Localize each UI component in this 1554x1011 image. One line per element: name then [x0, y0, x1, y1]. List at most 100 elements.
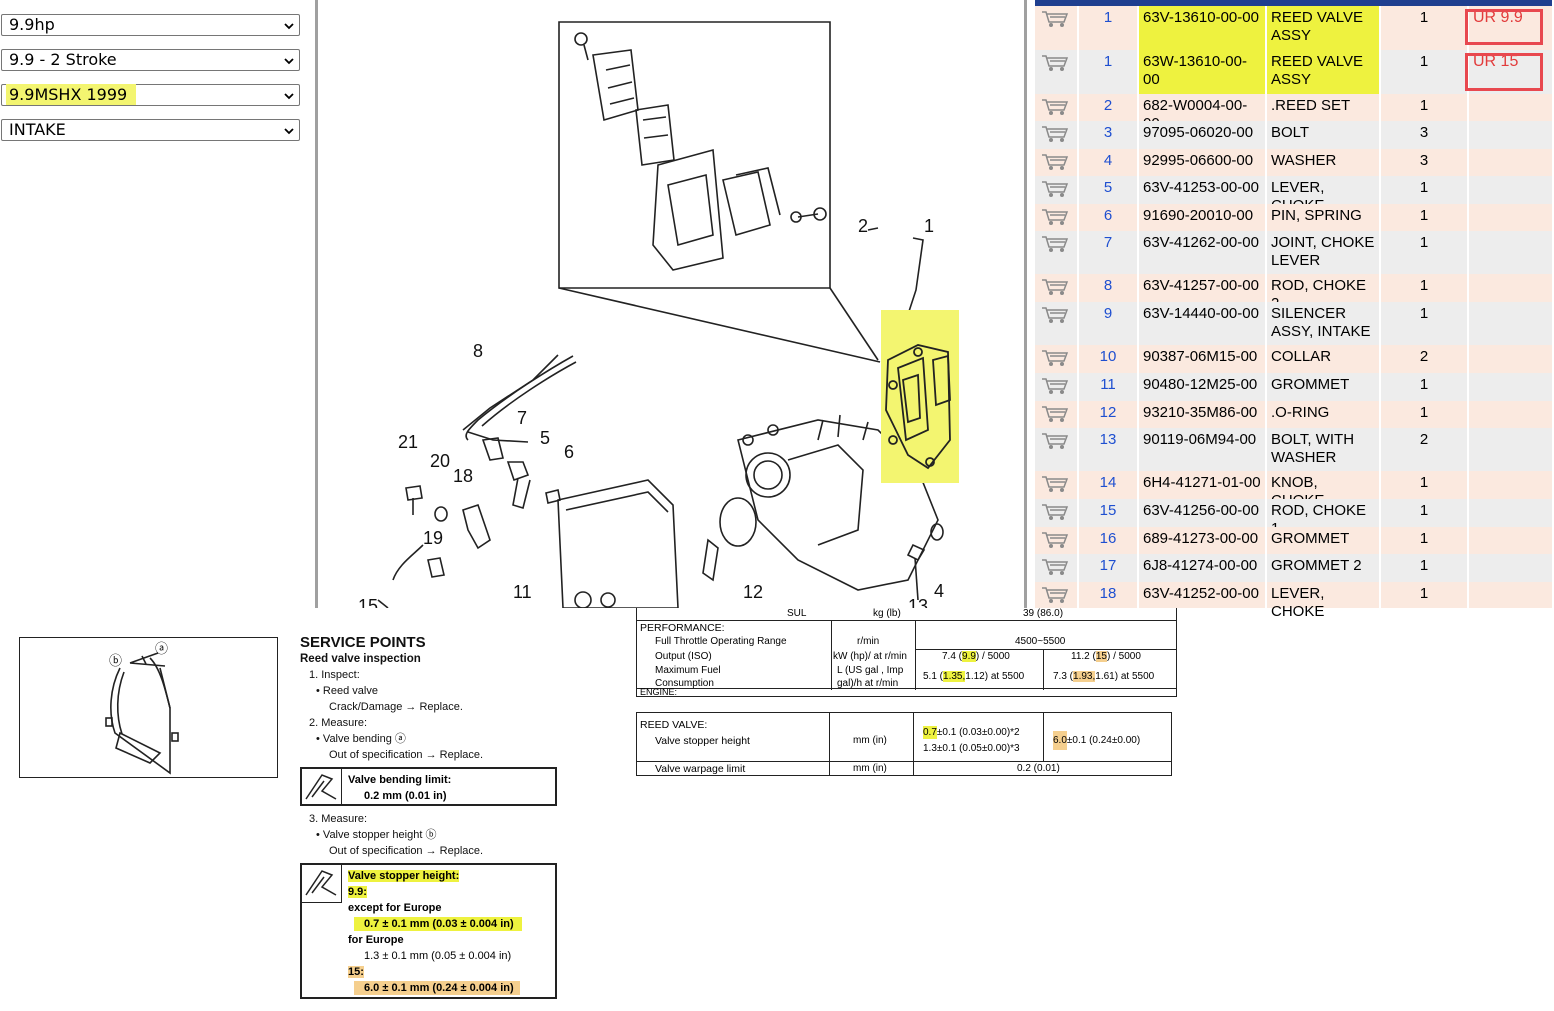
- section-select[interactable]: INTAKE: [1, 119, 300, 141]
- part-ref-link[interactable]: 5: [1077, 176, 1137, 204]
- performance-heading: PERFORMANCE:: [640, 622, 725, 634]
- output-label: Output (ISO): [655, 651, 712, 662]
- part-ref-link[interactable]: 11: [1077, 373, 1137, 401]
- full-throttle-unit: r/min: [857, 636, 880, 647]
- add-to-cart-button[interactable]: [1035, 231, 1077, 274]
- warpage-limit-label: Valve warpage limit: [655, 763, 746, 775]
- add-to-cart-button[interactable]: [1035, 401, 1077, 428]
- part-ref-link[interactable]: 7: [1077, 231, 1137, 274]
- valve-stopper-height-box: Valve stopper height: 9.9: except for Eu…: [300, 863, 557, 999]
- callout-15: 15: [358, 596, 378, 608]
- part-ref-link[interactable]: 3: [1077, 121, 1137, 149]
- part-ref-link[interactable]: 1: [1077, 50, 1137, 94]
- add-to-cart-button[interactable]: [1035, 204, 1077, 231]
- part-quantity: 1: [1379, 401, 1467, 428]
- part-note: [1467, 204, 1552, 231]
- part-quantity: 1: [1379, 94, 1467, 121]
- part-ref-link[interactable]: 1: [1077, 6, 1137, 50]
- shopping-cart-icon: [1042, 279, 1069, 295]
- stopper-height-value-15: 6.0±0.1 (0.24±0.00): [1053, 731, 1140, 750]
- add-to-cart-button[interactable]: [1035, 471, 1077, 499]
- add-to-cart-button[interactable]: [1035, 176, 1077, 204]
- engine-type-select[interactable]: 9.9 - 2 Stroke: [1, 49, 300, 71]
- part-ref-link[interactable]: 8: [1077, 274, 1137, 302]
- part-ref-link[interactable]: 15: [1077, 499, 1137, 527]
- part-quantity: 1: [1379, 373, 1467, 401]
- valve-bending-limit-title: Valve bending limit:: [348, 774, 452, 786]
- shopping-cart-icon: [1042, 126, 1069, 142]
- part-description: ROD, CHOKE 2: [1265, 274, 1379, 312]
- part-description: BOLT: [1265, 121, 1379, 149]
- add-to-cart-button[interactable]: [1035, 582, 1077, 608]
- add-to-cart-button[interactable]: [1035, 428, 1077, 471]
- part-number: 63V-41256-00-00: [1137, 499, 1265, 527]
- part-ref-link[interactable]: 18: [1077, 582, 1137, 608]
- step-1: 1. Inspect:: [309, 669, 360, 681]
- part-ref-link[interactable]: 13: [1077, 428, 1137, 471]
- part-ref-link[interactable]: 17: [1077, 554, 1137, 582]
- part-note: [1467, 527, 1552, 554]
- part-note: [1467, 428, 1552, 471]
- callout-1: 1: [924, 216, 934, 236]
- part-number: 90387-06M15-00: [1137, 345, 1265, 373]
- part-ref-link[interactable]: 6: [1077, 204, 1137, 231]
- part-description: LEVER, CHOKE: [1265, 176, 1379, 214]
- part-ref-link[interactable]: 14: [1077, 471, 1137, 499]
- part-ref-link[interactable]: 16: [1077, 527, 1137, 554]
- full-throttle-label: Full Throttle Operating Range: [655, 636, 787, 647]
- valve-stopper-height-title: Valve stopper height:: [348, 870, 460, 882]
- for-europe-value: 1.3 ± 0.1 mm (0.05 ± 0.004 in): [364, 950, 512, 962]
- add-to-cart-button[interactable]: [1035, 554, 1077, 582]
- step-1-item: • Reed valve: [316, 685, 378, 697]
- horsepower-select[interactable]: 9.9hp: [1, 14, 300, 36]
- step-2-detail: Out of specification → Replace.: [329, 749, 484, 761]
- part-quantity: 1: [1379, 274, 1467, 302]
- add-to-cart-button[interactable]: [1035, 527, 1077, 554]
- shopping-cart-icon: [1042, 11, 1069, 27]
- callout-21: 21: [398, 432, 418, 452]
- add-to-cart-button[interactable]: [1035, 345, 1077, 373]
- part-description: BOLT, WITH WASHER: [1265, 428, 1379, 471]
- shopping-cart-icon: [1042, 406, 1069, 422]
- caliper-icon: [302, 769, 342, 804]
- warpage-limit-unit: mm (in): [853, 763, 887, 774]
- part-ref-link[interactable]: 12: [1077, 401, 1137, 428]
- add-to-cart-button[interactable]: [1035, 373, 1077, 401]
- add-to-cart-button[interactable]: [1035, 94, 1077, 121]
- add-to-cart-button[interactable]: [1035, 6, 1077, 50]
- model-year-select[interactable]: 9.9MSHX 1999: [1, 84, 300, 106]
- part-quantity: 2: [1379, 428, 1467, 471]
- part-number: 63V-41262-00-00: [1137, 231, 1265, 274]
- part-note: [1467, 274, 1552, 302]
- part-ref-link[interactable]: 10: [1077, 345, 1137, 373]
- part-description: SILENCER ASSY, INTAKE: [1265, 302, 1379, 345]
- note-highlight-box: [1465, 9, 1543, 45]
- add-to-cart-button[interactable]: [1035, 302, 1077, 345]
- reed-valve-spec-table: REED VALVE: Valve stopper height mm (in)…: [636, 712, 1172, 776]
- part-number: 91690-20010-00: [1137, 204, 1265, 231]
- part-ref-link[interactable]: 4: [1077, 149, 1137, 176]
- part-description: .O-RING: [1265, 401, 1379, 428]
- part-number: 6J8-41274-00-00: [1137, 554, 1265, 582]
- output-value-9-9: 7.4 (9.9) / 5000: [942, 651, 1010, 662]
- add-to-cart-button[interactable]: [1035, 149, 1077, 176]
- part-ref-link[interactable]: 9: [1077, 302, 1137, 345]
- part-note: [1467, 582, 1552, 608]
- shopping-cart-icon: [1042, 350, 1069, 366]
- add-to-cart-button[interactable]: [1035, 50, 1077, 94]
- warpage-limit-value: 0.2 (0.01): [1017, 763, 1060, 774]
- part-description: GROMMET 2: [1265, 554, 1379, 582]
- add-to-cart-button[interactable]: [1035, 499, 1077, 527]
- part-ref-link[interactable]: 2: [1077, 94, 1137, 121]
- add-to-cart-button[interactable]: [1035, 121, 1077, 149]
- add-to-cart-button[interactable]: [1035, 274, 1077, 302]
- chevron-down-icon: [284, 58, 294, 65]
- callout-20: 20: [430, 451, 450, 471]
- shopping-cart-icon: [1042, 476, 1069, 492]
